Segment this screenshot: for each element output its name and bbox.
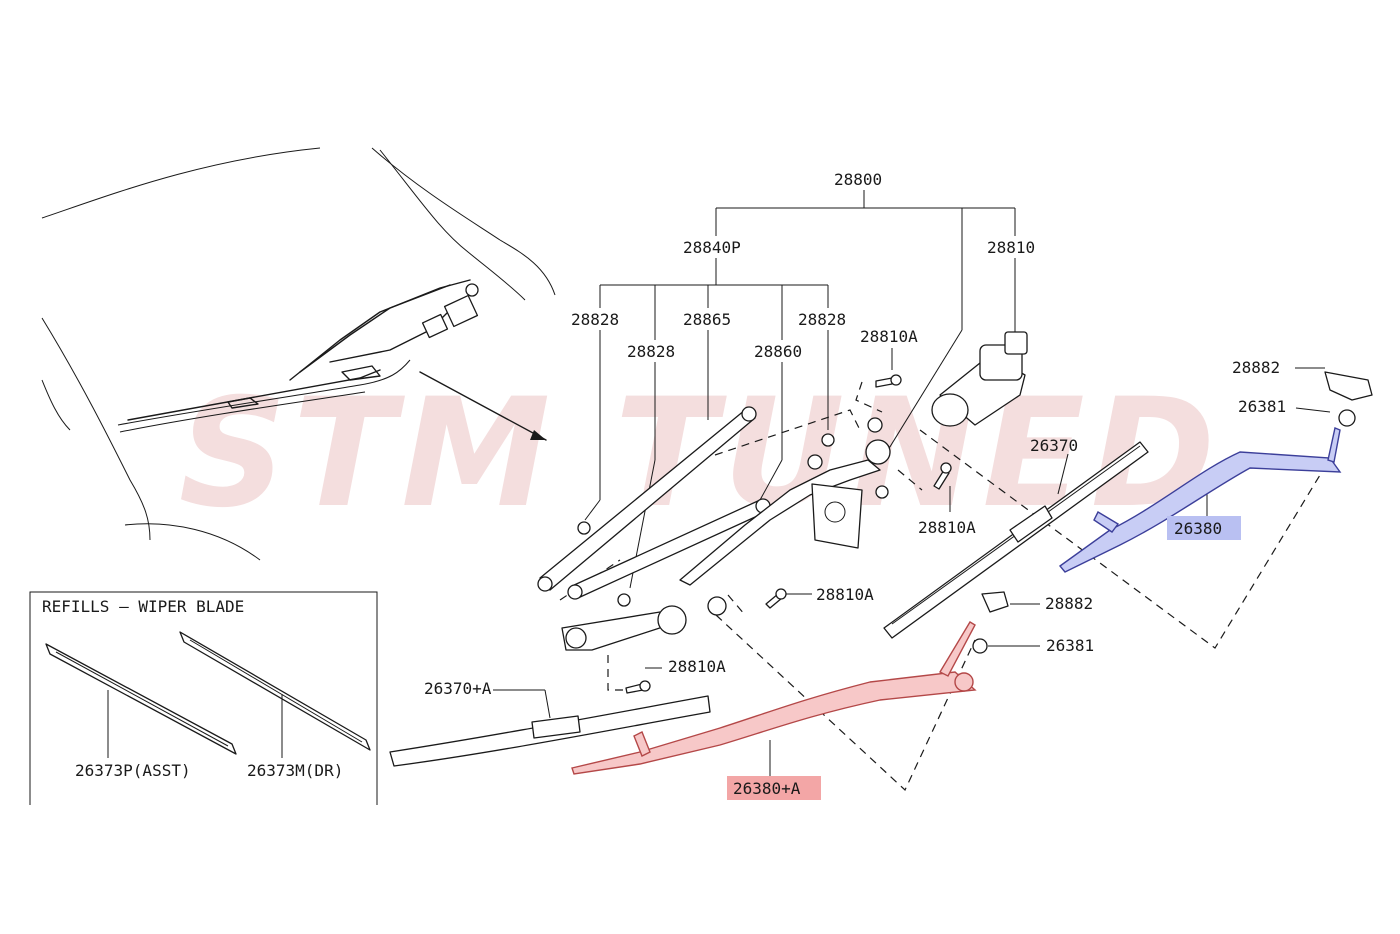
label-26370: 26370 [1030,436,1078,455]
leader-lines [493,190,1331,776]
label-28828-mid: 28828 [627,342,675,361]
label-28800: 28800 [834,170,882,189]
refills-inset: REFILLS – WIPER BLADE 26373P(ASST) 26373… [29,591,378,805]
part-labels: 28800 28840P 28810 28828 28865 28828 288… [424,170,1286,798]
label-28810A-mid: 28810A [918,518,976,537]
label-28865: 28865 [683,310,731,329]
inset-title: REFILLS – WIPER BLADE [42,597,244,616]
label-26381-mid: 26381 [1046,636,1094,655]
label-28828-right: 28828 [798,310,846,329]
nut-26381-top [1338,409,1356,427]
label-28810: 28810 [987,238,1035,257]
highlight-26380A [727,776,821,800]
wiper-motor [931,331,1028,427]
label-26380A: 26380+A [733,779,801,798]
label-26370A: 26370+A [424,679,492,698]
vehicle-overview [41,147,556,561]
label-26373M: 26373M(DR) [247,761,343,780]
wiper-blade-26370A [389,695,711,767]
label-26381-top: 26381 [1238,397,1286,416]
cap-28882-mid [981,591,1009,613]
label-28828-left: 28828 [571,310,619,329]
label-28882-top: 28882 [1232,358,1280,377]
wiper-blade-26370 [883,441,1149,639]
label-26373P: 26373P(ASST) [75,761,191,780]
label-28810A-top: 28810A [860,327,918,346]
nut-26381-mid [972,638,988,654]
refill-blade-left [45,643,237,758]
label-28882-mid: 28882 [1045,594,1093,613]
wiper-arm-26380 [1058,427,1342,573]
wiper-arm-26380A [571,621,977,775]
highlight-26380 [1167,516,1241,540]
cap-28882-top [1324,371,1373,401]
linkage-assembly [537,331,1028,694]
label-28810A-bottom: 28810A [668,657,726,676]
label-28840P: 28840P [683,238,741,257]
refill-blade-right [179,631,371,758]
label-26380: 26380 [1174,519,1222,538]
label-28860: 28860 [754,342,802,361]
label-28810A-lower: 28810A [816,585,874,604]
